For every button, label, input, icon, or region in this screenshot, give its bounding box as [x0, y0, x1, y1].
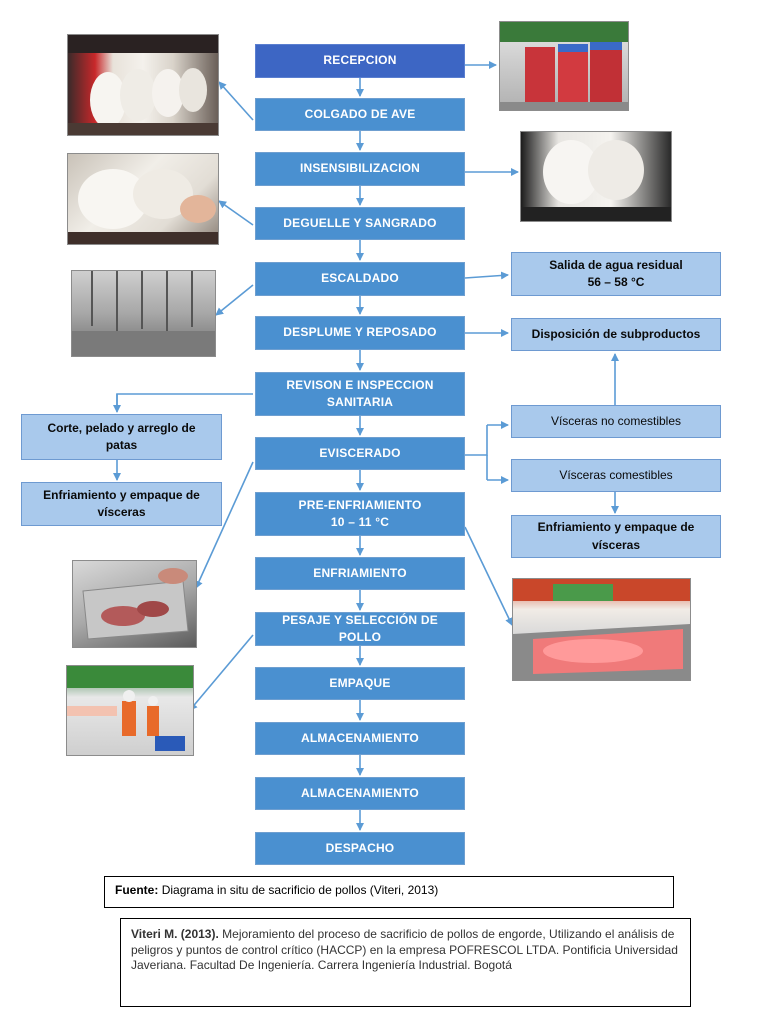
step-empaque: EMPAQUE: [255, 667, 465, 700]
step-pesaje-seleccion: PESAJE Y SELECCIÓN DE POLLO: [255, 612, 465, 646]
step-almacenamiento-1: ALMACENAMIENTO: [255, 722, 465, 755]
step-temperature: 10 – 11 °C: [330, 515, 390, 529]
side-label: Enfriamiento y empaque de vísceras: [537, 520, 695, 552]
side-label: Salida de agua residual: [549, 257, 683, 272]
photo-insensibilizacion: [520, 131, 672, 222]
step-desplume-reposado: DESPLUME Y REPOSADO: [255, 316, 465, 350]
source-caption: Fuente: Diagrama in situ de sacrificio d…: [104, 876, 674, 908]
step-insensibilizacion: INSENSIBILIZACION: [255, 152, 465, 186]
step-label: REVISON E INSPECCION SANITARIA: [286, 377, 434, 409]
photo-deguelle: [67, 153, 219, 245]
side-salida-agua-residual: Salida de agua residual 56 – 58 °C: [511, 252, 721, 296]
caption-label: Fuente:: [115, 883, 159, 897]
photo-eviscerado: [72, 560, 197, 648]
step-recepcion: RECEPCION: [255, 44, 465, 78]
side-corte-pelado-patas: Corte, pelado y arreglo de patas: [21, 414, 222, 460]
side-enfriamiento-empaque-visceras-right: Enfriamiento y empaque de vísceras: [511, 515, 721, 558]
step-colgado-de-ave: COLGADO DE AVE: [255, 98, 465, 131]
weighing-workers-icon: [67, 666, 193, 751]
viscera-tray-icon: [82, 568, 189, 640]
caption-text: Diagrama in situ de sacrificio de pollos…: [161, 883, 439, 897]
stunning-chickens-icon: [521, 140, 671, 221]
photo-pesaje: [66, 665, 194, 756]
reference-box: Viteri M. (2013). Mejoramiento del proce…: [120, 918, 691, 1007]
photo-pre-enfriamiento: [512, 578, 691, 681]
step-label: INSENSIBILIZACION: [299, 161, 421, 176]
side-label: Corte, pelado y arreglo de patas: [47, 420, 196, 452]
side-label: Vísceras comestibles: [559, 467, 673, 482]
slaughter-hand-icon: [68, 169, 218, 244]
step-label: COLGADO DE AVE: [304, 106, 416, 121]
chicken-crates-icon: [500, 22, 628, 110]
step-deguelle-sangrado: DEGUELLE Y SANGRADO: [255, 207, 465, 240]
side-visceras-no-comestibles: Vísceras no comestibles: [511, 405, 721, 438]
step-revision-inspeccion: REVISON E INSPECCION SANITARIA: [255, 372, 465, 416]
side-temperature: 56 – 58 °C: [587, 275, 645, 289]
step-label: PESAJE Y SELECCIÓN DE POLLO: [282, 612, 438, 644]
step-label: EMPAQUE: [329, 675, 391, 690]
hanging-chickens-icon: [68, 35, 218, 135]
photo-colgado-ave: [67, 34, 219, 136]
side-enfriamiento-empaque-visceras-left: Enfriamiento y empaque de vísceras: [21, 482, 222, 526]
side-label: Enfriamiento y empaque de vísceras: [43, 487, 200, 519]
step-label: DEGUELLE Y SANGRADO: [283, 215, 437, 230]
step-label: PRE-ENFRIAMIENTO: [298, 497, 422, 512]
side-label: Vísceras no comestibles: [550, 413, 682, 428]
reference-author: Viteri M. (2013).: [131, 927, 219, 941]
photo-recepcion: [499, 21, 629, 111]
step-label: ENFRIAMIENTO: [313, 565, 407, 580]
chiller-tank-icon: [513, 579, 690, 680]
scalding-machine-icon: [72, 271, 215, 356]
step-label: EVISCERADO: [319, 445, 401, 460]
step-label: ALMACENAMIENTO: [301, 730, 419, 745]
step-label: RECEPCION: [323, 53, 397, 68]
step-almacenamiento-2: ALMACENAMIENTO: [255, 777, 465, 810]
step-eviscerado: EVISCERADO: [255, 437, 465, 470]
step-despacho: DESPACHO: [255, 832, 465, 865]
step-escaldado: ESCALDADO: [255, 262, 465, 296]
step-pre-enfriamiento: PRE-ENFRIAMIENTO 10 – 11 °C: [255, 492, 465, 536]
step-label: DESPACHO: [325, 840, 395, 855]
reference-text: Mejoramiento del proceso de sacrificio d…: [131, 927, 678, 973]
side-visceras-comestibles: Vísceras comestibles: [511, 459, 721, 492]
step-label: ESCALDADO: [321, 271, 399, 286]
photo-escaldado: [71, 270, 216, 357]
step-label: DESPLUME Y REPOSADO: [283, 325, 437, 340]
step-enfriamiento: ENFRIAMIENTO: [255, 557, 465, 590]
step-label: ALMACENAMIENTO: [301, 785, 419, 800]
side-disposicion-subproductos: Disposición de subproductos: [511, 318, 721, 351]
side-label: Disposición de subproductos: [531, 326, 701, 341]
